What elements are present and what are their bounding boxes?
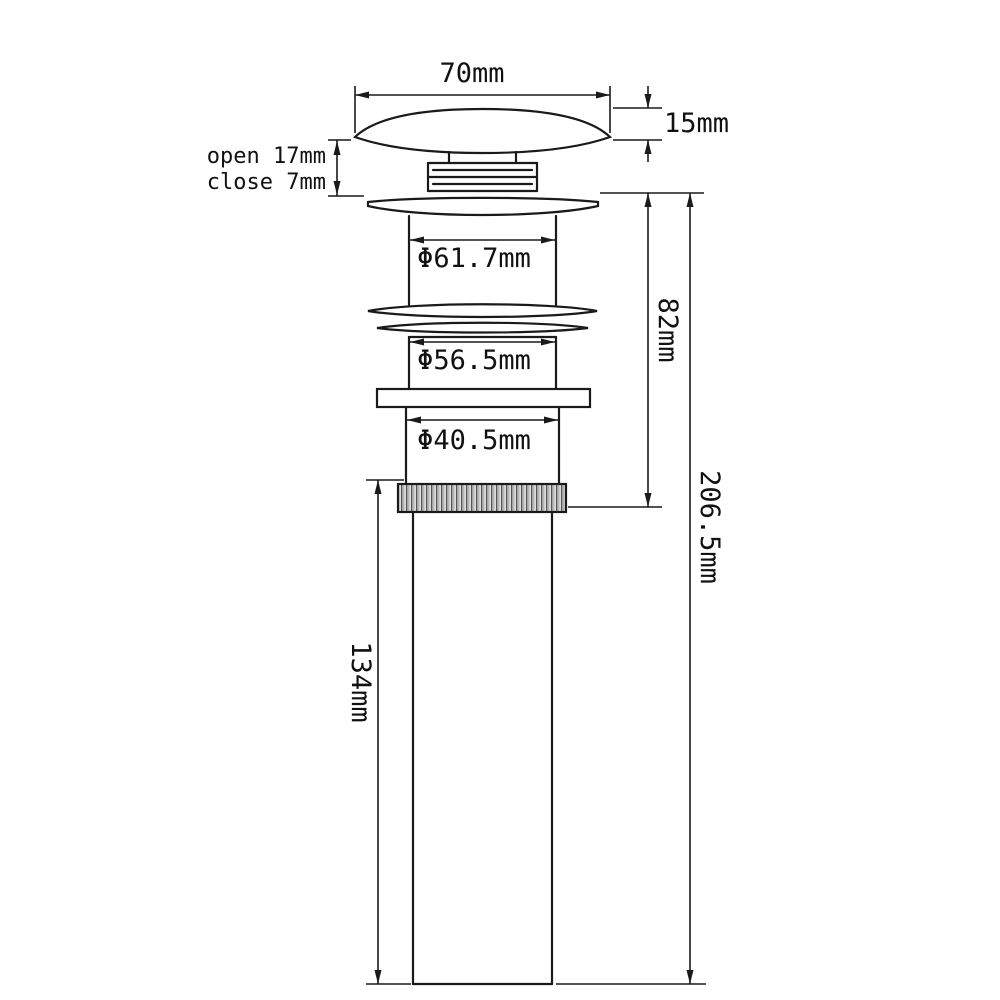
knurled-lock-nut — [396, 482, 568, 514]
dim-label-tail-length: 134mm — [345, 641, 376, 722]
dim-arrow — [410, 338, 424, 346]
dim-arrow — [333, 181, 341, 195]
dim-dia-upper: Φ61.7mm — [410, 236, 555, 274]
dim-cap-width: 70mm — [354, 58, 611, 133]
dim-arrow — [374, 970, 382, 984]
mid-body-section — [407, 335, 558, 391]
dim-popup-travel: open 17mm close 7mm — [207, 139, 364, 197]
dim-label-dia-lower: Φ40.5mm — [417, 425, 531, 456]
dim-label-cap-width: 70mm — [439, 58, 504, 89]
dim-label-travel-open: open 17mm — [207, 144, 326, 169]
dim-label-cap-height: 15mm — [664, 108, 729, 139]
tailpipe-tube — [411, 510, 554, 986]
dim-arrow — [686, 970, 694, 984]
dim-arrow — [541, 236, 555, 244]
dim-arrow — [410, 236, 424, 244]
dim-arrow — [544, 416, 558, 424]
dim-arrow — [644, 94, 652, 108]
dim-label-upper-height: 82mm — [652, 297, 683, 362]
dim-upper-height: 82mm — [568, 192, 704, 508]
dim-arrow — [644, 140, 652, 154]
dim-arrow — [355, 91, 369, 99]
dim-dia-mid: Φ56.5mm — [410, 338, 555, 376]
dim-arrow — [686, 193, 694, 207]
dimensions: 70mm 15mm open 17mm close 7mm — [207, 58, 729, 985]
dim-arrow — [541, 338, 555, 346]
dim-tail-length: 134mm — [345, 479, 411, 985]
dim-arrow — [644, 193, 652, 207]
lower-body-section — [404, 405, 561, 486]
dim-label-travel-close: close 7mm — [207, 170, 326, 195]
dim-arrow — [407, 416, 421, 424]
dim-total-height: 206.5mm — [556, 193, 725, 985]
dim-label-dia-mid: Φ56.5mm — [417, 345, 531, 376]
rubber-gasket — [367, 303, 598, 319]
upper-body-section — [407, 214, 558, 307]
dim-label-dia-upper: Φ61.7mm — [417, 243, 531, 274]
dim-dia-lower: Φ40.5mm — [407, 416, 558, 456]
lock-flange — [375, 387, 592, 409]
dim-arrow — [644, 493, 652, 507]
friction-washer — [376, 321, 589, 334]
stem-and-thread-collar — [426, 150, 539, 193]
dim-label-total-height: 206.5mm — [694, 470, 725, 584]
cap-dome — [352, 107, 613, 155]
drain-body-drawing — [352, 107, 613, 986]
dim-arrow — [333, 141, 341, 155]
dim-cap-height: 15mm — [613, 86, 729, 162]
dim-arrow — [374, 480, 382, 494]
mounting-flange — [366, 196, 600, 217]
dim-arrow — [596, 91, 610, 99]
